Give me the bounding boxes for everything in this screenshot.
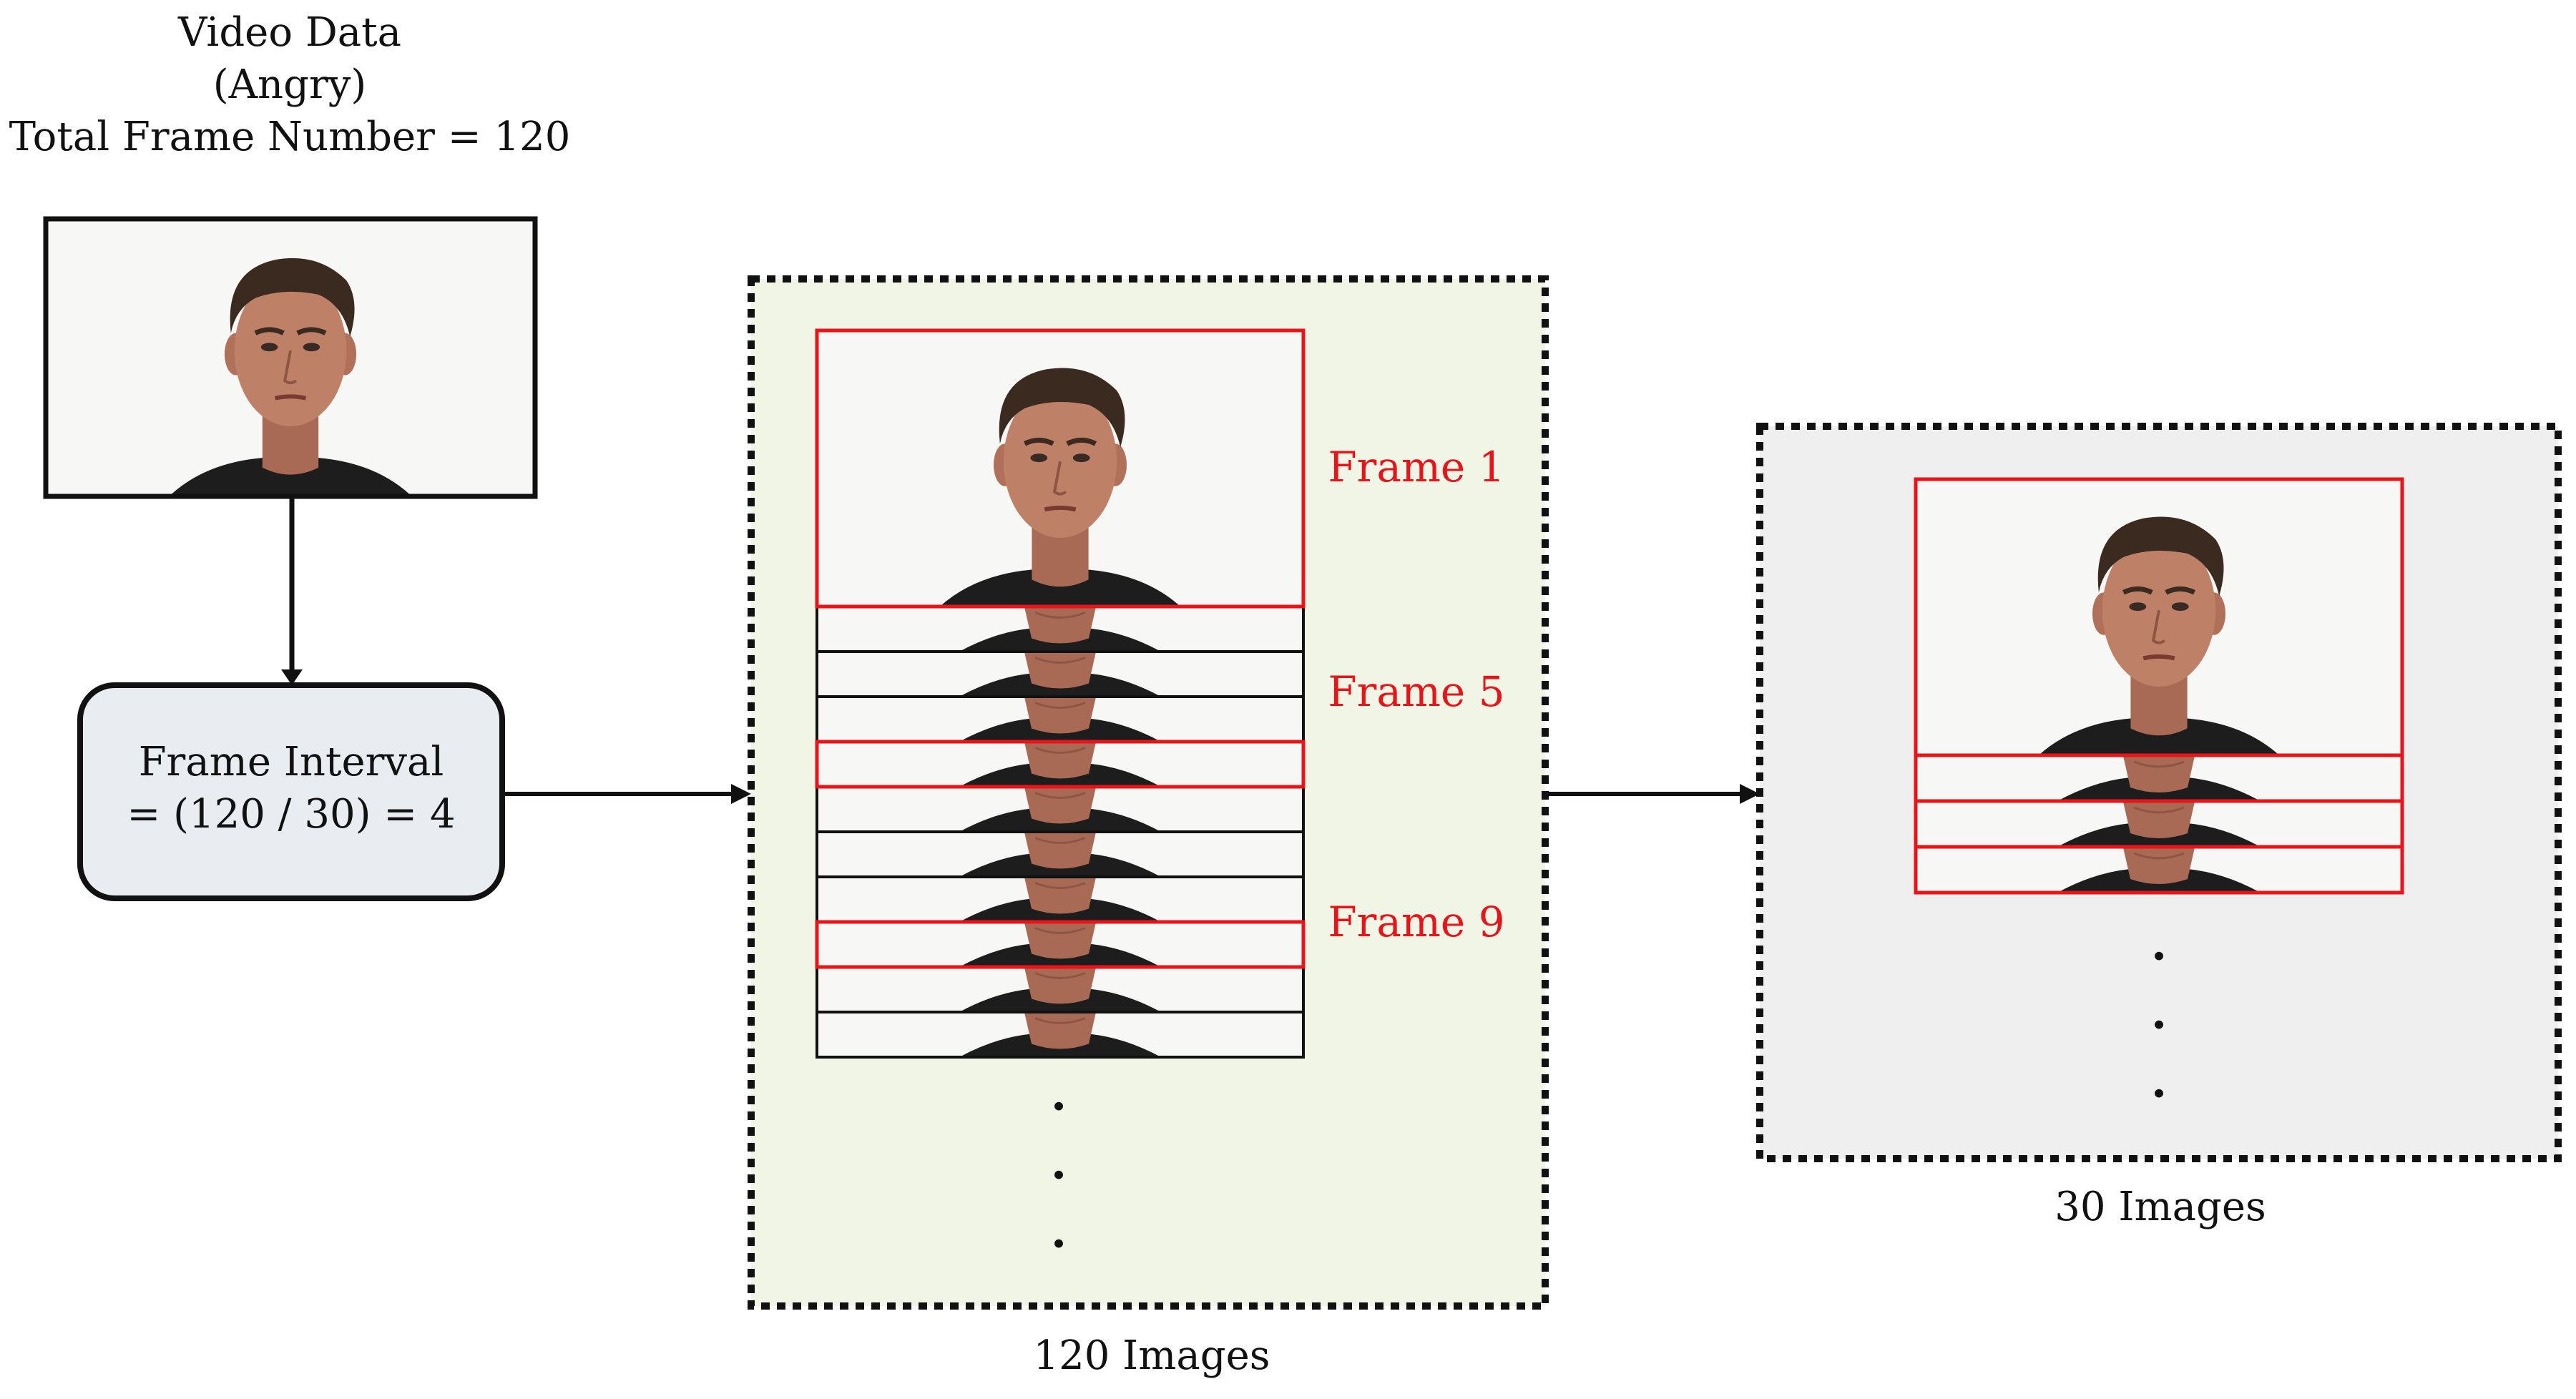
arrow-to-right <box>1545 784 1760 804</box>
frame-strip-image <box>1916 801 2402 847</box>
frame-strip-image <box>817 787 1303 832</box>
right-ellipsis-dot: · <box>2150 1067 2168 1121</box>
source-title-line3: Total Frame Number = 120 <box>9 113 571 160</box>
frame-label-9: Frame 9 <box>1328 898 1505 946</box>
middle-ellipsis-dot: · <box>1050 1217 1067 1271</box>
frame-strip-image <box>817 877 1303 922</box>
selected-frame-highlight <box>1914 477 2404 757</box>
frame-strip-image <box>817 832 1303 877</box>
frame-strip-highlight <box>1914 845 2404 895</box>
frame-strip-image <box>817 652 1303 697</box>
source-title-line1: Video Data <box>177 9 402 56</box>
right-ellipsis-dot: · <box>2150 998 2168 1052</box>
middle-ellipsis-dot: · <box>1050 1149 1067 1202</box>
frame-1-image <box>819 330 1301 607</box>
frame-strip-image <box>1916 847 2402 893</box>
right-ellipsis: · · · <box>2116 923 2202 1129</box>
selected-frame-image <box>1918 479 2399 755</box>
frame-label-5: Frame 5 <box>1328 667 1505 716</box>
frame-1-highlight <box>815 328 1306 609</box>
frame-interval-text: Frame Interval = (120 / 30) = 4 <box>80 737 502 841</box>
frame-strip-highlight <box>815 740 1306 789</box>
middle-ellipsis: · · · <box>1016 1073 1102 1279</box>
frame-interval-line1: Frame Interval <box>138 739 444 785</box>
arrow-to-middle <box>502 784 751 804</box>
frame-strip-image <box>1916 755 2402 801</box>
frame-strip-image <box>817 607 1303 652</box>
frame-label-1: Frame 1 <box>1328 443 1505 491</box>
frame-strip-image <box>817 742 1303 787</box>
frame-interval-line2: = (120 / 30) = 4 <box>127 790 456 838</box>
right-ellipsis-dot: · <box>2150 930 2168 983</box>
arrow-down <box>281 496 303 685</box>
selected-frame-stack <box>1914 753 2404 895</box>
frame-strip-image <box>817 922 1303 967</box>
middle-caption: 120 Images <box>1033 1332 1270 1379</box>
source-title-line2: (Angry) <box>212 61 367 108</box>
right-caption: 30 Images <box>2055 1184 2266 1230</box>
source-video-thumbnail <box>43 216 538 499</box>
middle-ellipsis-dot: · <box>1050 1080 1067 1134</box>
source-title: Video Data (Angry) Total Frame Number = … <box>0 7 579 163</box>
frame-strip-image <box>817 967 1303 1012</box>
frame-stack <box>815 605 1306 1059</box>
frame-strip-image <box>817 1012 1303 1057</box>
frame-strip-outline <box>816 1011 1305 1059</box>
frame-strip-highlight <box>815 920 1306 969</box>
frame-strip-image <box>817 697 1303 742</box>
